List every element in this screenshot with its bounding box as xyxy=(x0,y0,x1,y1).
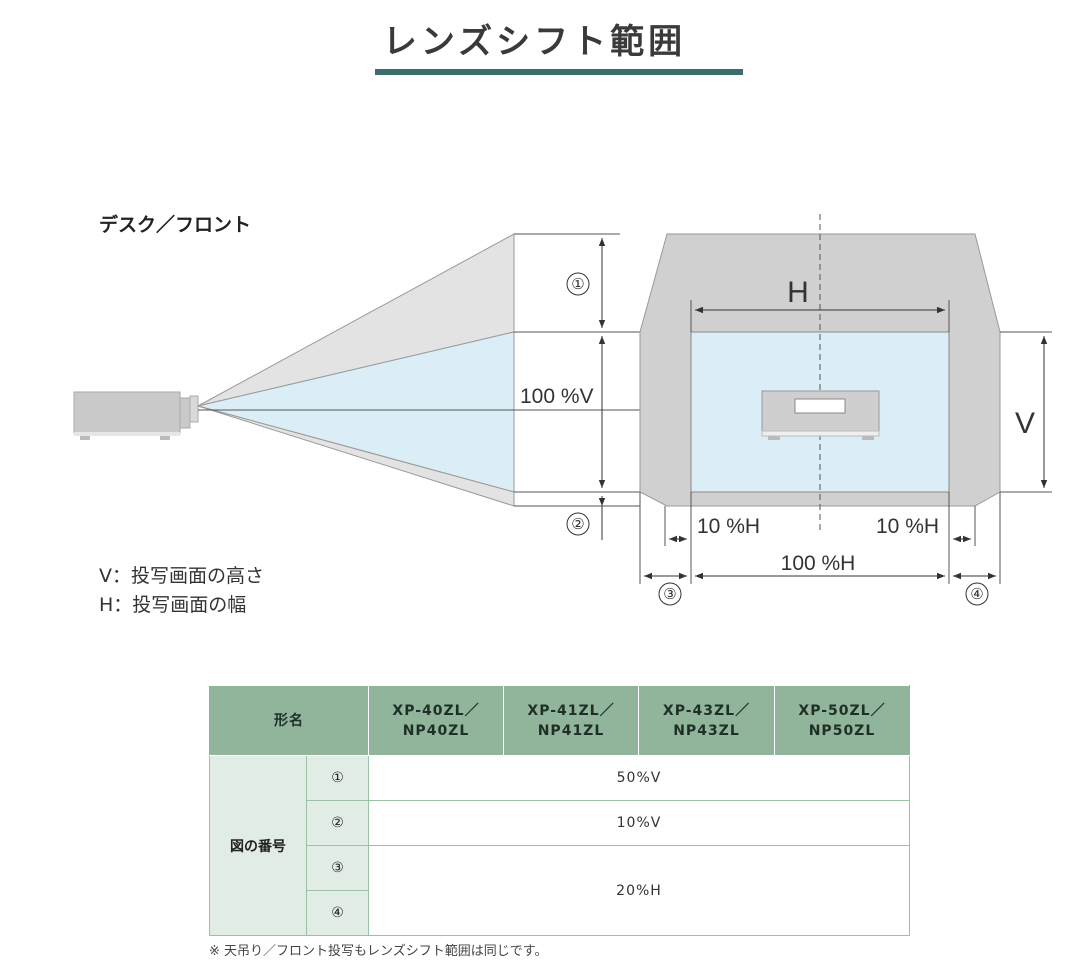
projector-front-icon xyxy=(761,390,880,440)
circle-2-label: ② xyxy=(571,516,584,533)
row-number: ② xyxy=(306,800,369,846)
row-number: ③ xyxy=(306,845,369,891)
h-left-10-label: 10 %H xyxy=(697,515,760,538)
page-title: レンズシフト範囲 xyxy=(382,22,687,62)
footnote: ※ 天吊り／フロント投写もレンズシフト範囲は同じです。 xyxy=(209,944,548,959)
model-col-2: XP-41ZL／NP41ZL xyxy=(503,685,639,756)
row-number: ④ xyxy=(306,890,369,936)
circle-4-label: ④ xyxy=(970,586,983,603)
shift-cone-lower xyxy=(197,405,515,507)
row-number: ① xyxy=(306,755,369,801)
model-header: 形名 xyxy=(209,685,369,756)
projector-side-icon xyxy=(73,391,199,440)
model-col-3: XP-43ZL／NP43ZL xyxy=(638,685,775,756)
table-row: ③ 20%H xyxy=(210,845,910,936)
model-col-1: XP-40ZL／NP40ZL xyxy=(368,685,504,756)
h-right-10-label: 10 %H xyxy=(876,515,939,538)
circle-3-label: ③ xyxy=(663,586,676,603)
row-value: 20%H xyxy=(368,845,910,936)
circle-1-label: ① xyxy=(571,276,584,293)
v-percent-label: 100 %V xyxy=(520,385,594,408)
lens-shift-table: 形名 XP-40ZL／NP40ZL XP-41ZL／NP41ZL XP-43ZL… xyxy=(209,685,910,936)
table-row: ② 10%V xyxy=(210,800,910,846)
table-row: ④ xyxy=(210,890,910,936)
title-underline xyxy=(375,69,743,75)
h-label: H xyxy=(787,276,809,309)
legend-v: V：投写画面の高さ xyxy=(99,565,264,587)
model-col-4: XP-50ZL／NP50ZL xyxy=(774,685,910,756)
section-label: デスク／フロント xyxy=(99,214,252,236)
legend-h: H：投写画面の幅 xyxy=(99,594,247,616)
row-value: 10%V xyxy=(368,800,910,846)
v-label: V xyxy=(1015,407,1035,440)
h-100-label: 100 %H xyxy=(781,552,856,575)
row-value: 50%V xyxy=(368,755,910,801)
lens-shift-diagram: ① ② ③ ④ 100 %V H V 10 %H 10 %H 100 %H xyxy=(73,214,1052,606)
table-row: 図の番号 ① 50%V xyxy=(209,755,910,936)
figure-number-header: 図の番号 xyxy=(209,755,307,936)
